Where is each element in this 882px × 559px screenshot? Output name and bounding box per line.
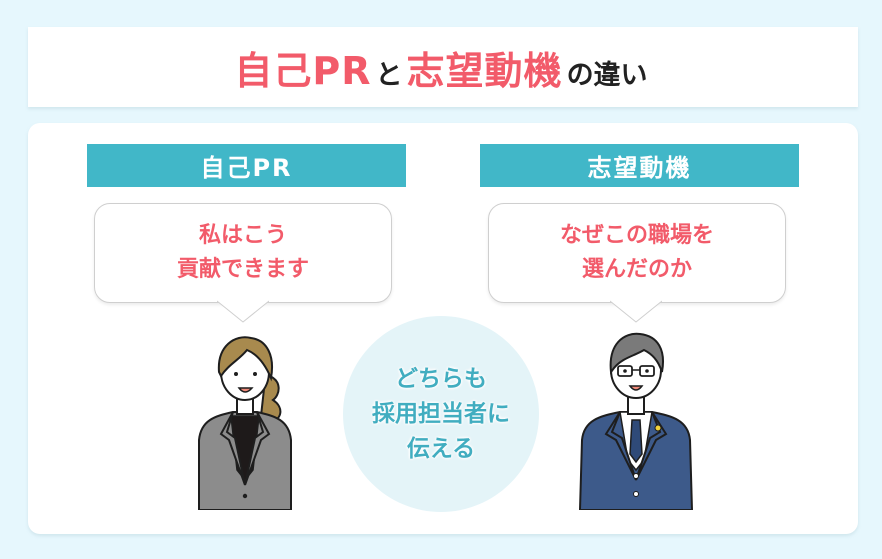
bubble-line: 選んだのか	[581, 257, 692, 282]
self-pr-label: 自己PR	[87, 144, 406, 187]
self-pr-speech-bubble: 私はこう 貢献できます	[94, 203, 392, 303]
circle-line: 採用担当者に	[372, 400, 510, 427]
title-motivation: 志望動機	[406, 48, 563, 93]
bubble-line: なぜこの職場を	[559, 223, 714, 248]
woman-in-suit-illustration	[195, 320, 295, 514]
bubble-line: 貢献できます	[176, 257, 309, 282]
common-point-circle: どちらも 採用担当者に 伝える	[343, 316, 539, 512]
woman-figure-icon	[198, 336, 292, 511]
title-and: と	[375, 59, 403, 91]
title-difference: の違い	[566, 59, 648, 91]
bubble-line: 私はこう	[198, 223, 287, 248]
man-figure-icon	[578, 332, 694, 511]
man-in-suit-illustration	[578, 320, 694, 514]
circle-line: どちらも	[395, 365, 487, 392]
title-self-pr: 自己PR	[234, 48, 372, 93]
circle-line: 伝える	[406, 435, 476, 462]
motivation-label: 志望動機	[480, 144, 799, 187]
motivation-speech-bubble: なぜこの職場を 選んだのか	[488, 203, 786, 303]
